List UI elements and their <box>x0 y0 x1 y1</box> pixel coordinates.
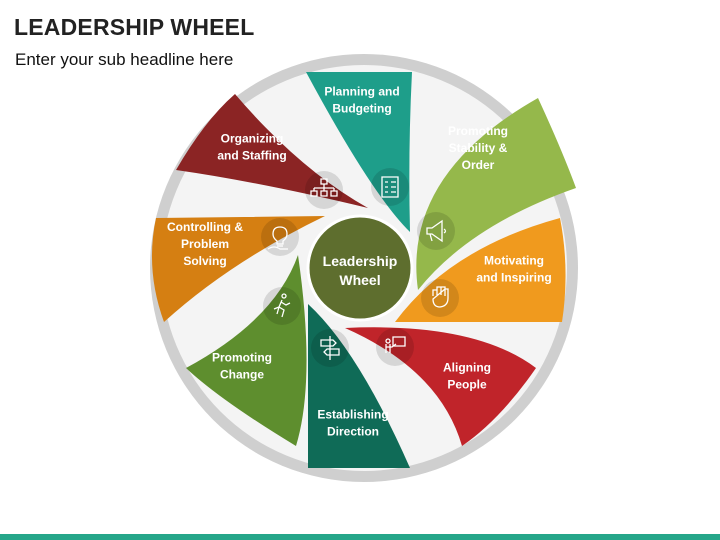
org-chart-icon <box>310 178 338 197</box>
center-label-line1: Leadership <box>323 253 398 269</box>
segment-label-aligning-line1: Aligning <box>443 361 491 375</box>
icons-layer <box>261 168 459 367</box>
running-person-icon-glyph <box>273 293 291 318</box>
segment-label-controlling-line2: Problem <box>181 237 229 251</box>
icon-halo-motivating <box>421 279 459 317</box>
icon-halo-controlling <box>261 218 299 256</box>
segment-label-planning-line1: Planning and <box>324 85 399 99</box>
segment-label-establishing-line1: Establishing <box>317 408 388 422</box>
icon-halo-promoting-change <box>263 287 301 325</box>
bottom-accent-bar <box>0 534 720 540</box>
org-chart-icon-glyph <box>310 178 338 197</box>
segment-label-promoting-stability-line2: Stability & <box>449 141 508 155</box>
segment-label-promoting-stability-line1: Promoting <box>448 124 508 138</box>
segment-label-controlling-line3: Solving <box>183 254 226 268</box>
segment-aligning <box>345 327 536 446</box>
megaphone-icon <box>426 219 447 243</box>
labels-layer: Planning andBudgetingPromotingStability … <box>167 85 552 439</box>
segment-label-organizing-line1: Organizing <box>221 132 284 146</box>
checklist-clipboard-icon-glyph <box>381 176 399 198</box>
segment-label-controlling-line1: Controlling & <box>167 220 243 234</box>
segment-label-promoting-change-line2: Change <box>220 368 264 382</box>
raised-fist-icon <box>432 286 449 308</box>
icon-halo-planning <box>371 168 409 206</box>
raised-fist-icon-glyph <box>432 286 449 308</box>
megaphone-icon-glyph <box>426 219 447 243</box>
segment-label-motivating-line2: and Inspiring <box>476 271 551 285</box>
icon-halo-promoting-stability <box>417 212 455 250</box>
segment-promoting-change <box>186 255 307 446</box>
segment-label-planning-line2: Budgeting <box>332 102 391 116</box>
presenter-board-icon-glyph <box>385 336 406 353</box>
presenter-board-icon <box>385 336 406 353</box>
lightbulb-hand-icon-glyph <box>267 226 288 250</box>
center-label-line2: Wheel <box>339 272 380 288</box>
running-person-icon <box>273 293 291 318</box>
segment-label-organizing-line2: and Staffing <box>217 149 286 163</box>
segment-controlling <box>151 216 325 322</box>
segment-motivating <box>395 218 566 322</box>
segment-label-motivating-line1: Motivating <box>484 254 544 268</box>
center-circle <box>306 214 414 322</box>
segment-promoting-stability <box>416 98 576 290</box>
checklist-clipboard-icon <box>381 176 399 198</box>
page-subtitle: Enter your sub headline here <box>15 50 234 69</box>
segment-label-promoting-stability-line3: Order <box>462 158 495 172</box>
segment-label-promoting-change-line1: Promoting <box>212 351 272 365</box>
segment-label-aligning-line2: People <box>447 378 487 392</box>
direction-signpost-icon-glyph <box>320 336 340 360</box>
segments-layer <box>151 72 576 468</box>
segment-organizing <box>176 94 368 208</box>
direction-signpost-icon <box>320 336 340 360</box>
segment-label-establishing-line2: Direction <box>327 425 379 439</box>
lightbulb-hand-icon <box>267 226 288 250</box>
icon-halo-aligning <box>376 328 414 366</box>
page-title: LEADERSHIP WHEEL <box>14 14 255 40</box>
